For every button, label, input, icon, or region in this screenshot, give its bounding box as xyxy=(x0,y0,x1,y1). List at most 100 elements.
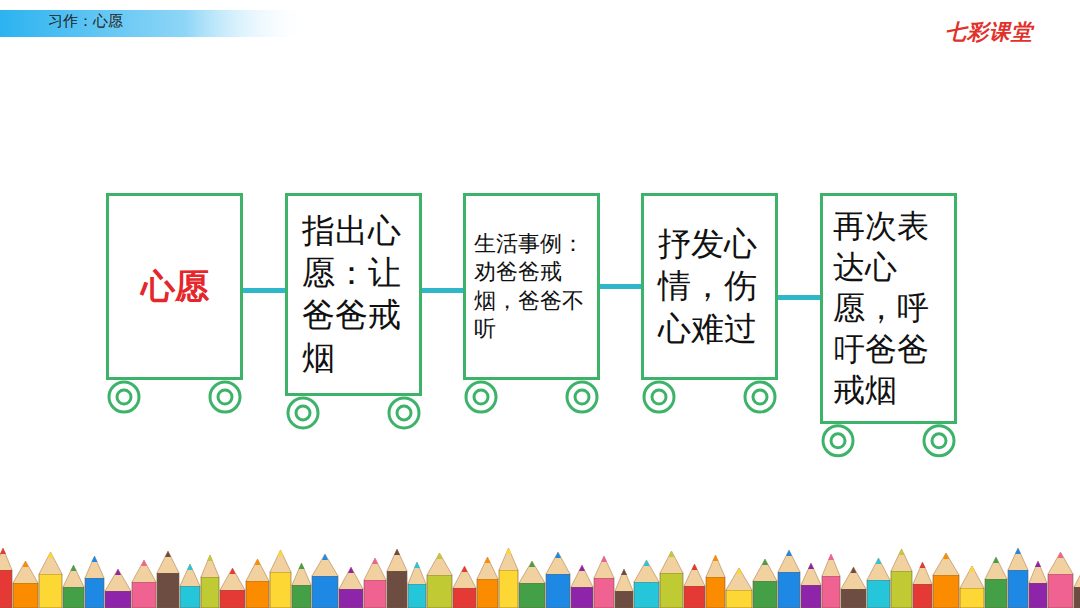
pencil-wood xyxy=(1029,561,1047,583)
pencil-lead xyxy=(485,557,491,563)
pencil-body xyxy=(867,580,890,608)
pencil-body xyxy=(841,589,866,608)
pencil-lead xyxy=(920,562,926,568)
train-car-box: 再次表达心愿，呼吁爸爸戒烟 xyxy=(820,193,957,424)
pencil-body xyxy=(13,583,38,608)
pencil-wood xyxy=(63,565,84,587)
pencil-wood xyxy=(933,553,959,575)
pencil-body xyxy=(778,572,800,608)
pencil-wood xyxy=(408,562,426,584)
page-title: 习作：心愿 xyxy=(48,12,123,30)
pencil-lead xyxy=(207,555,213,561)
pencil-body xyxy=(594,578,614,608)
pencil-body xyxy=(726,590,752,608)
pencil-lead xyxy=(899,549,905,555)
pencil-wood xyxy=(634,560,659,582)
pencil-lead xyxy=(555,552,561,558)
pencil-lead xyxy=(394,549,400,555)
step-text: 指出心愿：让爸爸戒烟 xyxy=(302,210,405,379)
pencil-lead xyxy=(943,553,949,559)
pencil-wood xyxy=(292,563,311,585)
pencil-wood xyxy=(339,567,363,589)
wheel-hub xyxy=(117,390,131,404)
pencil-lead xyxy=(255,559,261,565)
pencil-lead xyxy=(230,568,236,574)
pencil-body xyxy=(891,571,912,608)
pencil-wood xyxy=(477,557,498,579)
pencil-wood xyxy=(706,555,725,577)
pencil-lead xyxy=(437,553,443,559)
pencil-body xyxy=(387,571,407,608)
pencil-body xyxy=(105,591,131,608)
pencil-body xyxy=(571,587,593,608)
pencil-body xyxy=(408,584,426,608)
pencil-wood xyxy=(546,552,570,574)
wheel-hub xyxy=(831,434,845,448)
pencil-lead xyxy=(851,567,857,573)
wheel-hub xyxy=(932,434,946,448)
wheel xyxy=(924,426,954,456)
pencil-body xyxy=(801,585,821,608)
wheel-hub xyxy=(753,390,767,404)
pencil-lead xyxy=(0,548,6,554)
wheel xyxy=(567,382,597,412)
pencil-lead xyxy=(579,565,585,571)
wheel-hub xyxy=(652,390,666,404)
wheel-hub xyxy=(397,406,411,420)
pencil-body xyxy=(1008,570,1028,608)
pencil-lead xyxy=(322,554,328,560)
pencil-wood xyxy=(615,569,633,591)
pencil-wood xyxy=(841,567,866,589)
pencil-lead xyxy=(601,556,607,562)
pencil-lead xyxy=(993,557,999,563)
pencil-wood xyxy=(726,568,752,590)
pencil-wood xyxy=(246,559,269,581)
pencil-body xyxy=(453,588,476,608)
pencil-lead xyxy=(969,566,975,572)
wheel-hub xyxy=(474,390,488,404)
pencil-wood xyxy=(985,557,1007,579)
wheel xyxy=(389,398,419,428)
train-car-box: 指出心愿：让爸爸戒烟 xyxy=(285,193,422,396)
pencil-wood xyxy=(913,562,932,584)
pencil-body xyxy=(427,575,452,608)
pencil-wood xyxy=(1074,565,1080,587)
pencil-lead xyxy=(48,552,54,558)
pencil-wood xyxy=(891,549,912,571)
coupling-line xyxy=(243,288,285,293)
pencil-body xyxy=(753,581,777,608)
pencil-body xyxy=(364,580,386,608)
pencil-lead xyxy=(713,555,719,561)
wheel-hub xyxy=(218,390,232,404)
pencil-wood xyxy=(684,564,705,586)
step-text: 生活事例：劝爸爸戒烟，爸爸不听 xyxy=(474,230,589,343)
pencil-lead xyxy=(876,558,882,564)
wheel xyxy=(644,382,674,412)
pencil-body xyxy=(913,584,932,608)
pencil-body xyxy=(985,579,1007,608)
pencil-wood xyxy=(201,555,219,577)
pencil-wood xyxy=(105,569,131,591)
pencil-lead xyxy=(736,568,742,574)
pencil-body xyxy=(519,583,545,608)
coupling-line xyxy=(778,295,820,300)
pencil-body xyxy=(1048,574,1073,608)
train-car-box: 抒发心情，伤心难过 xyxy=(641,193,778,380)
pencil-body xyxy=(1074,587,1080,608)
pencil-lead xyxy=(692,564,698,570)
pencil-wood xyxy=(427,553,452,575)
pencil-wood xyxy=(519,561,545,583)
pencil-lead xyxy=(506,548,512,554)
pencil-wood xyxy=(571,565,593,587)
pencil-body xyxy=(684,586,705,608)
train-car-box: 心愿 xyxy=(106,193,243,380)
pencil-lead xyxy=(372,558,378,564)
pencil-lead xyxy=(71,565,77,571)
pencil-body xyxy=(180,586,200,608)
pencil-body xyxy=(615,591,633,608)
pencil-wood xyxy=(13,561,38,583)
pencil-body xyxy=(220,590,245,608)
pencil-lead xyxy=(762,559,768,565)
pencil-lead xyxy=(529,561,535,567)
